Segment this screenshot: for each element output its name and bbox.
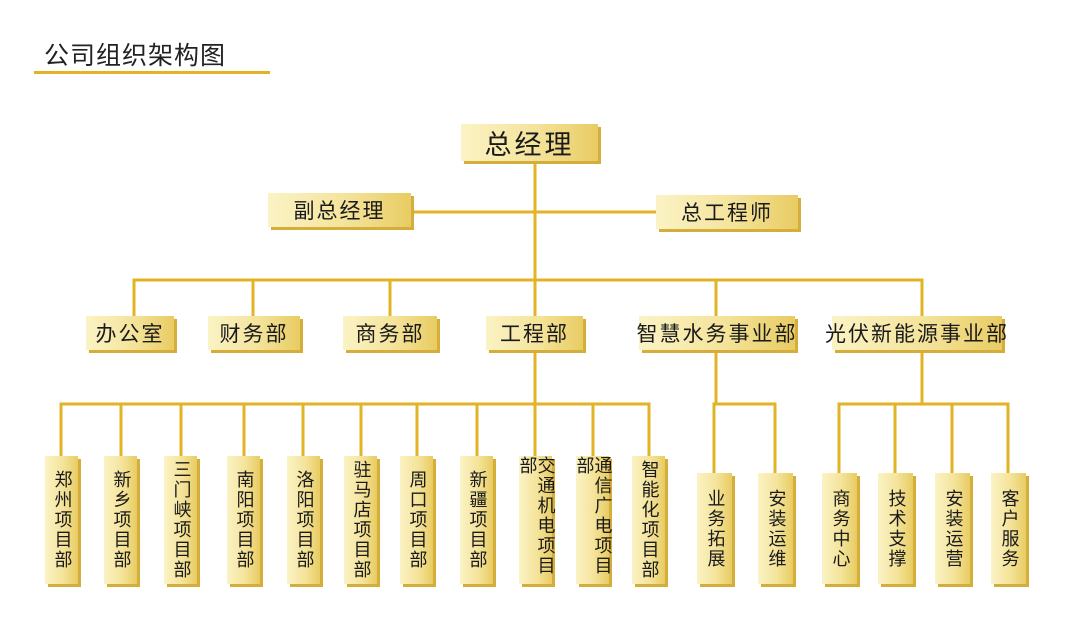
solar-unit-box: 安装运营	[935, 473, 970, 584]
node-deputy-general-manager: 副总经理	[268, 193, 411, 227]
dept-box: 商务部	[343, 316, 437, 350]
project-box: 洛阳项目部	[287, 456, 320, 584]
project-box: 驻马店项目部	[344, 456, 377, 584]
project-box: 周口项目部	[400, 456, 433, 584]
water-unit-box: 业务拓展	[697, 473, 732, 584]
project-box: 新疆项目部	[460, 456, 493, 584]
node-chief-engineer: 总工程师	[656, 195, 798, 229]
node-general-manager: 总经理	[461, 124, 598, 161]
dept-box: 智慧水务事业部	[637, 316, 796, 350]
project-box: 交通机电项目部	[517, 456, 556, 584]
dept-box: 财务部	[208, 316, 300, 350]
page-title: 公司组织架构图	[44, 41, 227, 70]
solar-unit-box: 商务中心	[822, 473, 857, 584]
dept-box: 工程部	[486, 316, 583, 350]
project-box: 新乡项目部	[104, 456, 137, 584]
project-box: 智能化项目部	[632, 456, 665, 584]
dept-box: 办公室	[86, 316, 174, 350]
solar-unit-box: 技术支撑	[878, 473, 913, 584]
project-box: 南阳项目部	[227, 456, 260, 584]
dept-box: 光伏新能源事业部	[825, 316, 1007, 350]
project-box: 郑州项目部	[45, 456, 78, 584]
solar-unit-box: 客户服务	[991, 473, 1026, 584]
project-box: 三门峡项目部	[164, 456, 197, 584]
water-unit-box: 安装运维	[758, 473, 793, 584]
project-box: 通信广电项目部	[574, 456, 613, 584]
title-underline	[34, 71, 270, 74]
